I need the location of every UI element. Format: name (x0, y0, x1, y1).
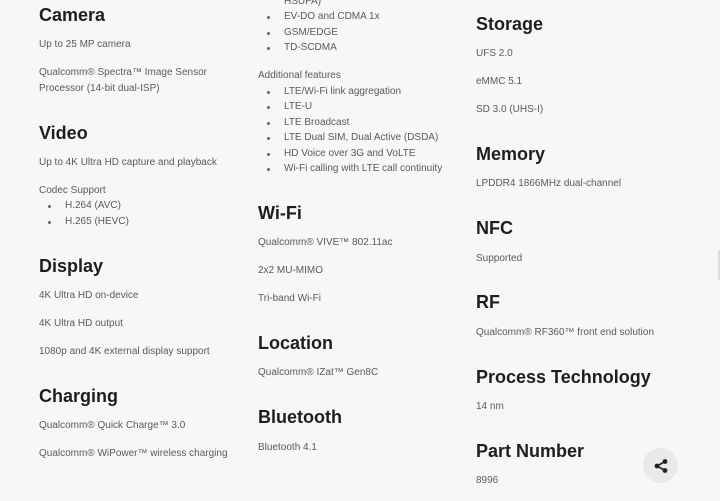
storage-spec: SD 3.0 (UHS-I) (476, 104, 544, 115)
cellular-item: TD-SCDMA (267, 42, 337, 53)
feature-item: LTE/Wi-Fi link aggregation (266, 86, 402, 97)
codec-item: H.265 (HEVC) (48, 216, 129, 227)
process-technology-heading: Process Technology (476, 367, 651, 387)
nfc-heading: NFC (476, 218, 513, 238)
location-spec: Qualcomm® IZat™ Gen8C (258, 367, 379, 378)
display-heading: Display (39, 256, 104, 276)
wifi-spec: 2x2 MU-MIMO (258, 265, 323, 276)
cellular-partial-text: HSUPA) (284, 0, 322, 7)
codec-item: H.264 (AVC) (48, 200, 121, 211)
storage-spec: UFS 2.0 (476, 48, 513, 59)
display-spec: 4K Ultra HD output (39, 318, 123, 329)
display-spec: 1080p and 4K external display support (39, 346, 210, 357)
feature-item: HD Voice over 3G and VoLTE (267, 148, 416, 159)
bluetooth-spec: Bluetooth 4.1 (258, 442, 317, 453)
video-heading: Video (39, 123, 88, 143)
memory-heading: Memory (476, 144, 546, 164)
feature-item: LTE Broadcast (266, 117, 350, 128)
rf-heading: RF (476, 292, 500, 312)
wifi-spec: Tri-band Wi-Fi (258, 293, 321, 304)
charging-heading: Charging (39, 386, 118, 406)
share-icon (654, 458, 667, 473)
scrollbar[interactable] (718, 250, 720, 280)
video-spec: Codec Support (39, 185, 106, 196)
cellular-item: EV-DO and CDMA 1x (267, 11, 380, 22)
charging-spec: Qualcomm® Quick Charge™ 3.0 (39, 420, 186, 431)
location-heading: Location (258, 333, 333, 353)
storage-spec: eMMC 5.1 (476, 76, 523, 87)
process-spec: 14 nm (476, 401, 504, 412)
camera-heading: Camera (39, 5, 106, 25)
part-number-spec: 8996 (476, 475, 499, 486)
camera-spec: Up to 25 MP camera (39, 39, 131, 50)
storage-heading: Storage (476, 14, 544, 34)
feature-item: LTE Dual SIM, Dual Active (DSDA) (266, 132, 439, 143)
share-button[interactable] (643, 448, 678, 483)
camera-spec: Processor (14-bit dual-ISP) (39, 83, 160, 94)
rf-spec: Qualcomm® RF360™ front end solution (476, 327, 655, 338)
bluetooth-heading: Bluetooth (258, 407, 342, 427)
camera-spec: Qualcomm® Spectra™ Image Sensor (39, 67, 207, 78)
memory-spec: LPDDR4 1866MHz dual-channel (476, 178, 622, 189)
feature-item: Wi-Fi calling with LTE call continuity (266, 163, 443, 174)
wifi-heading: Wi-Fi (258, 203, 302, 223)
video-spec: Up to 4K Ultra HD capture and playback (39, 157, 217, 168)
cellular-item: GSM/EDGE (267, 27, 338, 38)
nfc-spec: Supported (476, 253, 523, 264)
display-spec: 4K Ultra HD on-device (39, 290, 139, 301)
feature-item: LTE-U (266, 101, 313, 112)
wifi-spec: Qualcomm® VIVE™ 802.11ac (258, 237, 393, 248)
additional-features-label: Additional features (258, 70, 341, 81)
charging-spec: Qualcomm® WiPower™ wireless charging (39, 448, 228, 459)
part-number-heading: Part Number (476, 441, 585, 461)
